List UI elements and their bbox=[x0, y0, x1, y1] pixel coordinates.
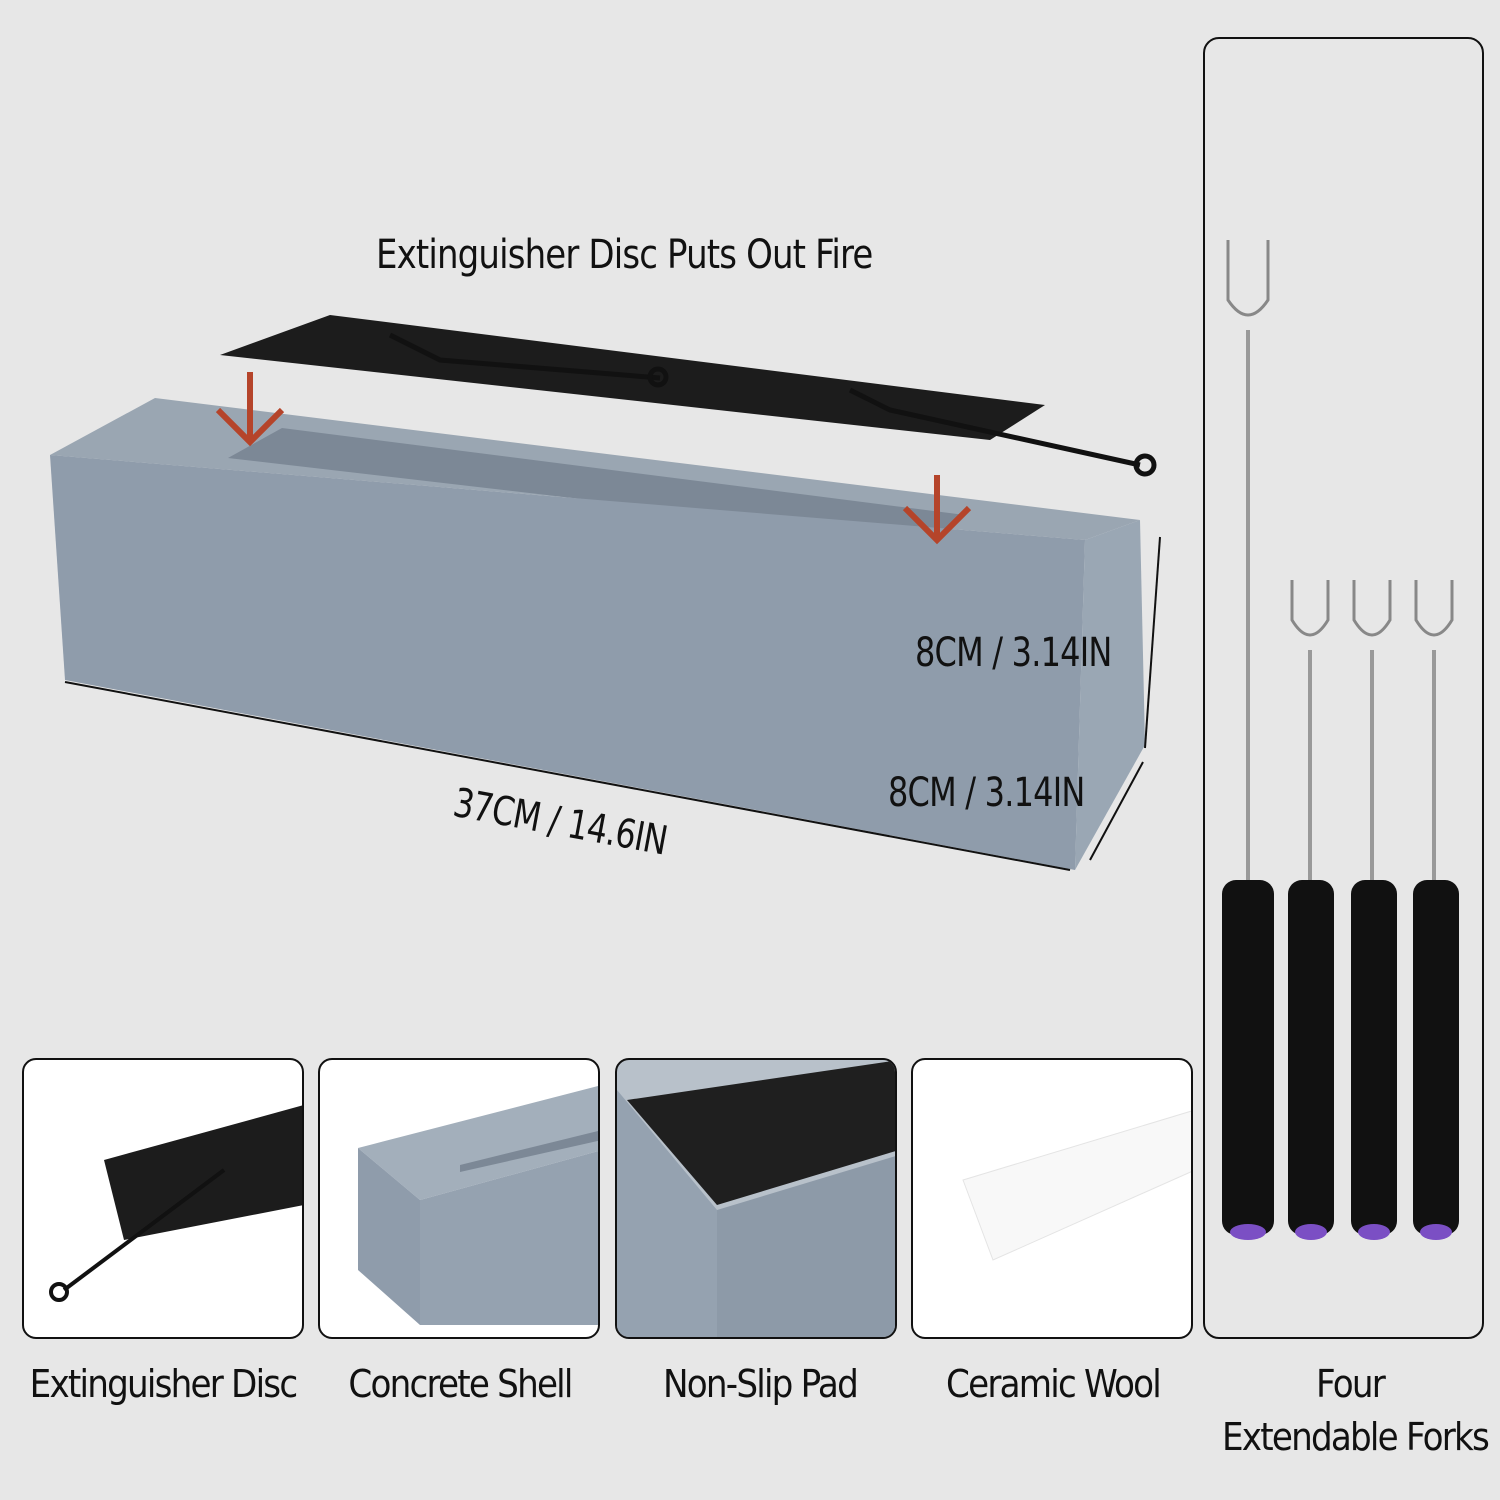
dimension-width: 8CM / 3.14IN bbox=[888, 770, 1085, 816]
block-end bbox=[1075, 520, 1145, 870]
label-forks-line1: Four bbox=[1316, 1362, 1386, 1406]
dimension-lines bbox=[64, 536, 1161, 871]
headline: Extinguisher Disc Puts Out Fire bbox=[376, 232, 873, 278]
non-slip-pad-panel bbox=[615, 1058, 897, 1339]
forks-panel bbox=[1203, 37, 1484, 1339]
dimension-height: 8CM / 3.14IN bbox=[915, 630, 1112, 676]
ceramic-wool-panel bbox=[911, 1058, 1193, 1339]
label-concrete-shell: Concrete Shell bbox=[348, 1362, 573, 1406]
label-forks-line2: Extendable Forks bbox=[1221, 1415, 1490, 1459]
lid-handle bbox=[388, 332, 1157, 477]
concrete-shell-panel bbox=[318, 1058, 600, 1339]
extinguisher-disc-panel bbox=[22, 1058, 304, 1339]
label-extinguisher-disc: Extinguisher Disc bbox=[29, 1362, 298, 1406]
label-ceramic-wool: Ceramic Wool bbox=[945, 1362, 1162, 1406]
block-front bbox=[50, 455, 1085, 870]
block-opening bbox=[228, 428, 965, 540]
label-non-slip-pad: Non-Slip Pad bbox=[663, 1362, 859, 1406]
forks-illustration bbox=[1222, 240, 1459, 1240]
arrow-icon bbox=[215, 372, 972, 545]
